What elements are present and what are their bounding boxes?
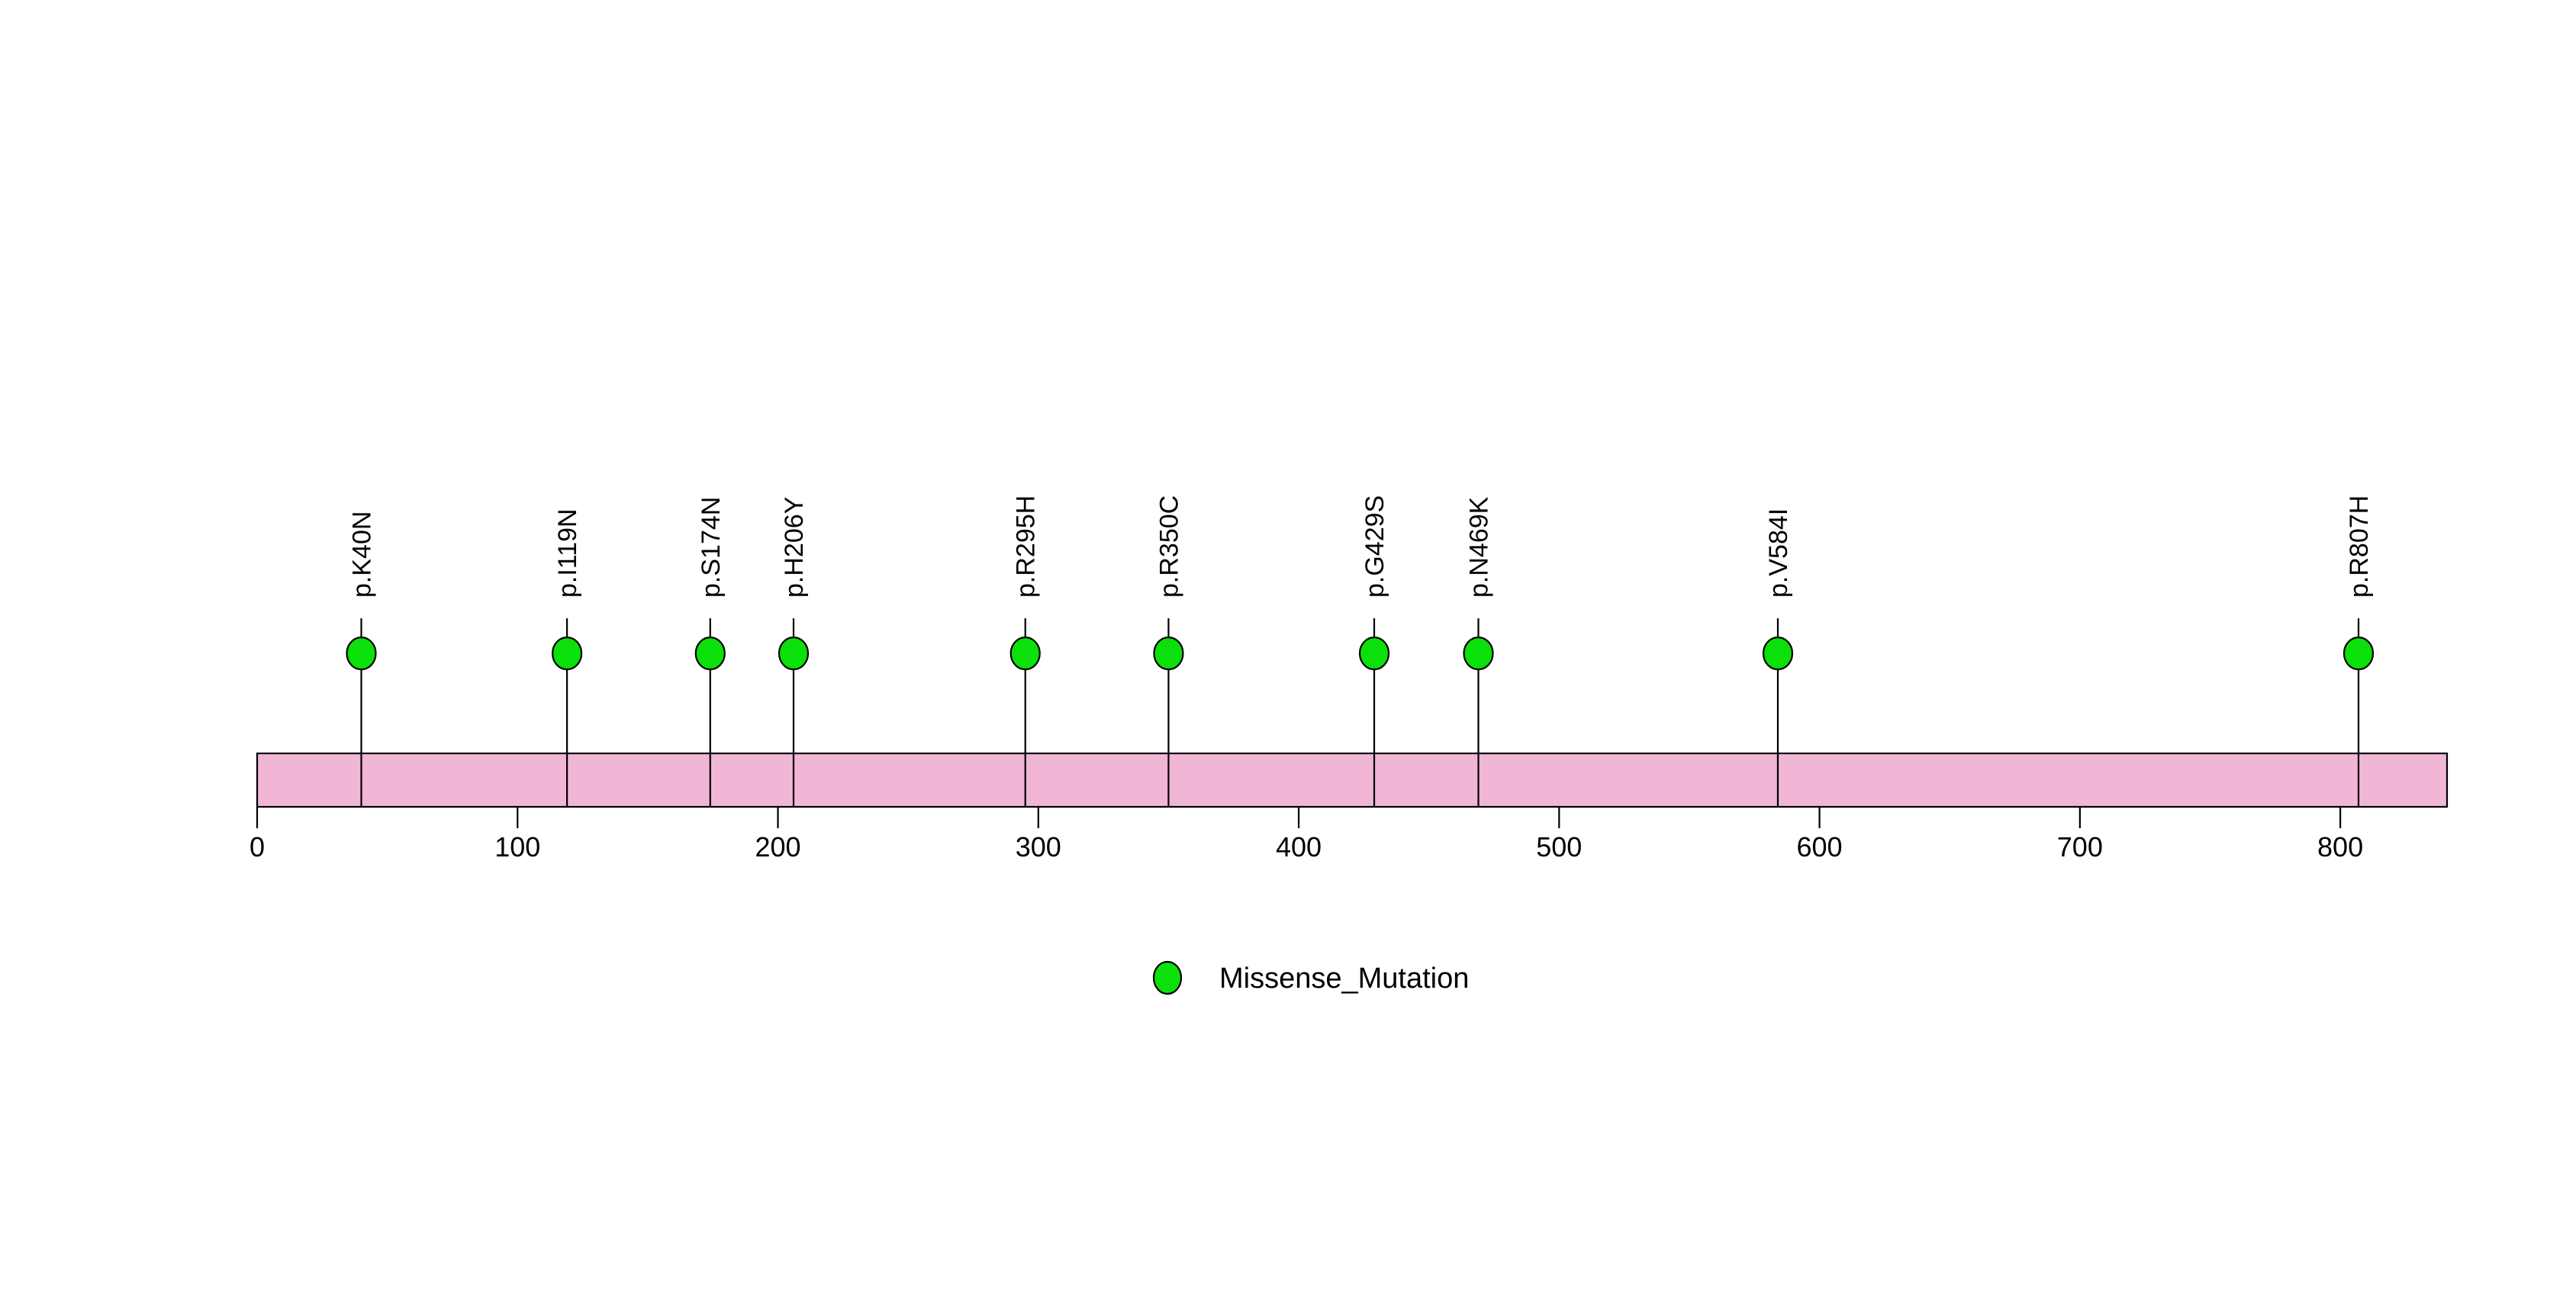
mutation-marker <box>1358 636 1390 671</box>
mutation-label: p.R807H <box>2345 495 2374 598</box>
mutation-marker <box>1463 636 1494 671</box>
mutation-label: p.H206Y <box>780 497 809 598</box>
mutation-label: p.V584I <box>1764 508 1793 598</box>
axis-tick-label: 500 <box>1536 831 1582 863</box>
mutation-marker <box>2343 636 2375 671</box>
mutation-marker <box>1762 636 1794 671</box>
mutation-label: p.R295H <box>1012 495 1041 598</box>
axis-tick-label: 400 <box>1276 831 1322 863</box>
legend-marker <box>1152 960 1183 995</box>
mutation-label: p.K40N <box>348 511 377 598</box>
axis-tick-label: 200 <box>755 831 800 863</box>
mutation-marker <box>346 636 377 671</box>
axis-tick-label: 100 <box>494 831 540 863</box>
axis-tick-label: 600 <box>1797 831 1843 863</box>
mutation-marker <box>1153 636 1184 671</box>
mutation-label: p.R350C <box>1154 495 1183 598</box>
mutation-marker <box>694 636 726 671</box>
axis-tick-label: 800 <box>2317 831 2363 863</box>
protein-bar <box>256 752 2449 808</box>
mutation-marker <box>1009 636 1041 671</box>
axis-tick-label: 0 <box>250 831 265 863</box>
axis-tick-label: 700 <box>2057 831 2103 863</box>
mutation-label: p.N469K <box>1465 496 1494 598</box>
mutation-label: p.I119N <box>553 508 582 598</box>
mutation-label: p.S174N <box>697 497 726 598</box>
mutation-marker <box>551 636 583 671</box>
legend-label: Missense_Mutation <box>1219 963 1469 995</box>
mutation-label: p.G429S <box>1360 495 1389 598</box>
axis-tick-label: 300 <box>1016 831 1061 863</box>
mutation-marker <box>778 636 810 671</box>
